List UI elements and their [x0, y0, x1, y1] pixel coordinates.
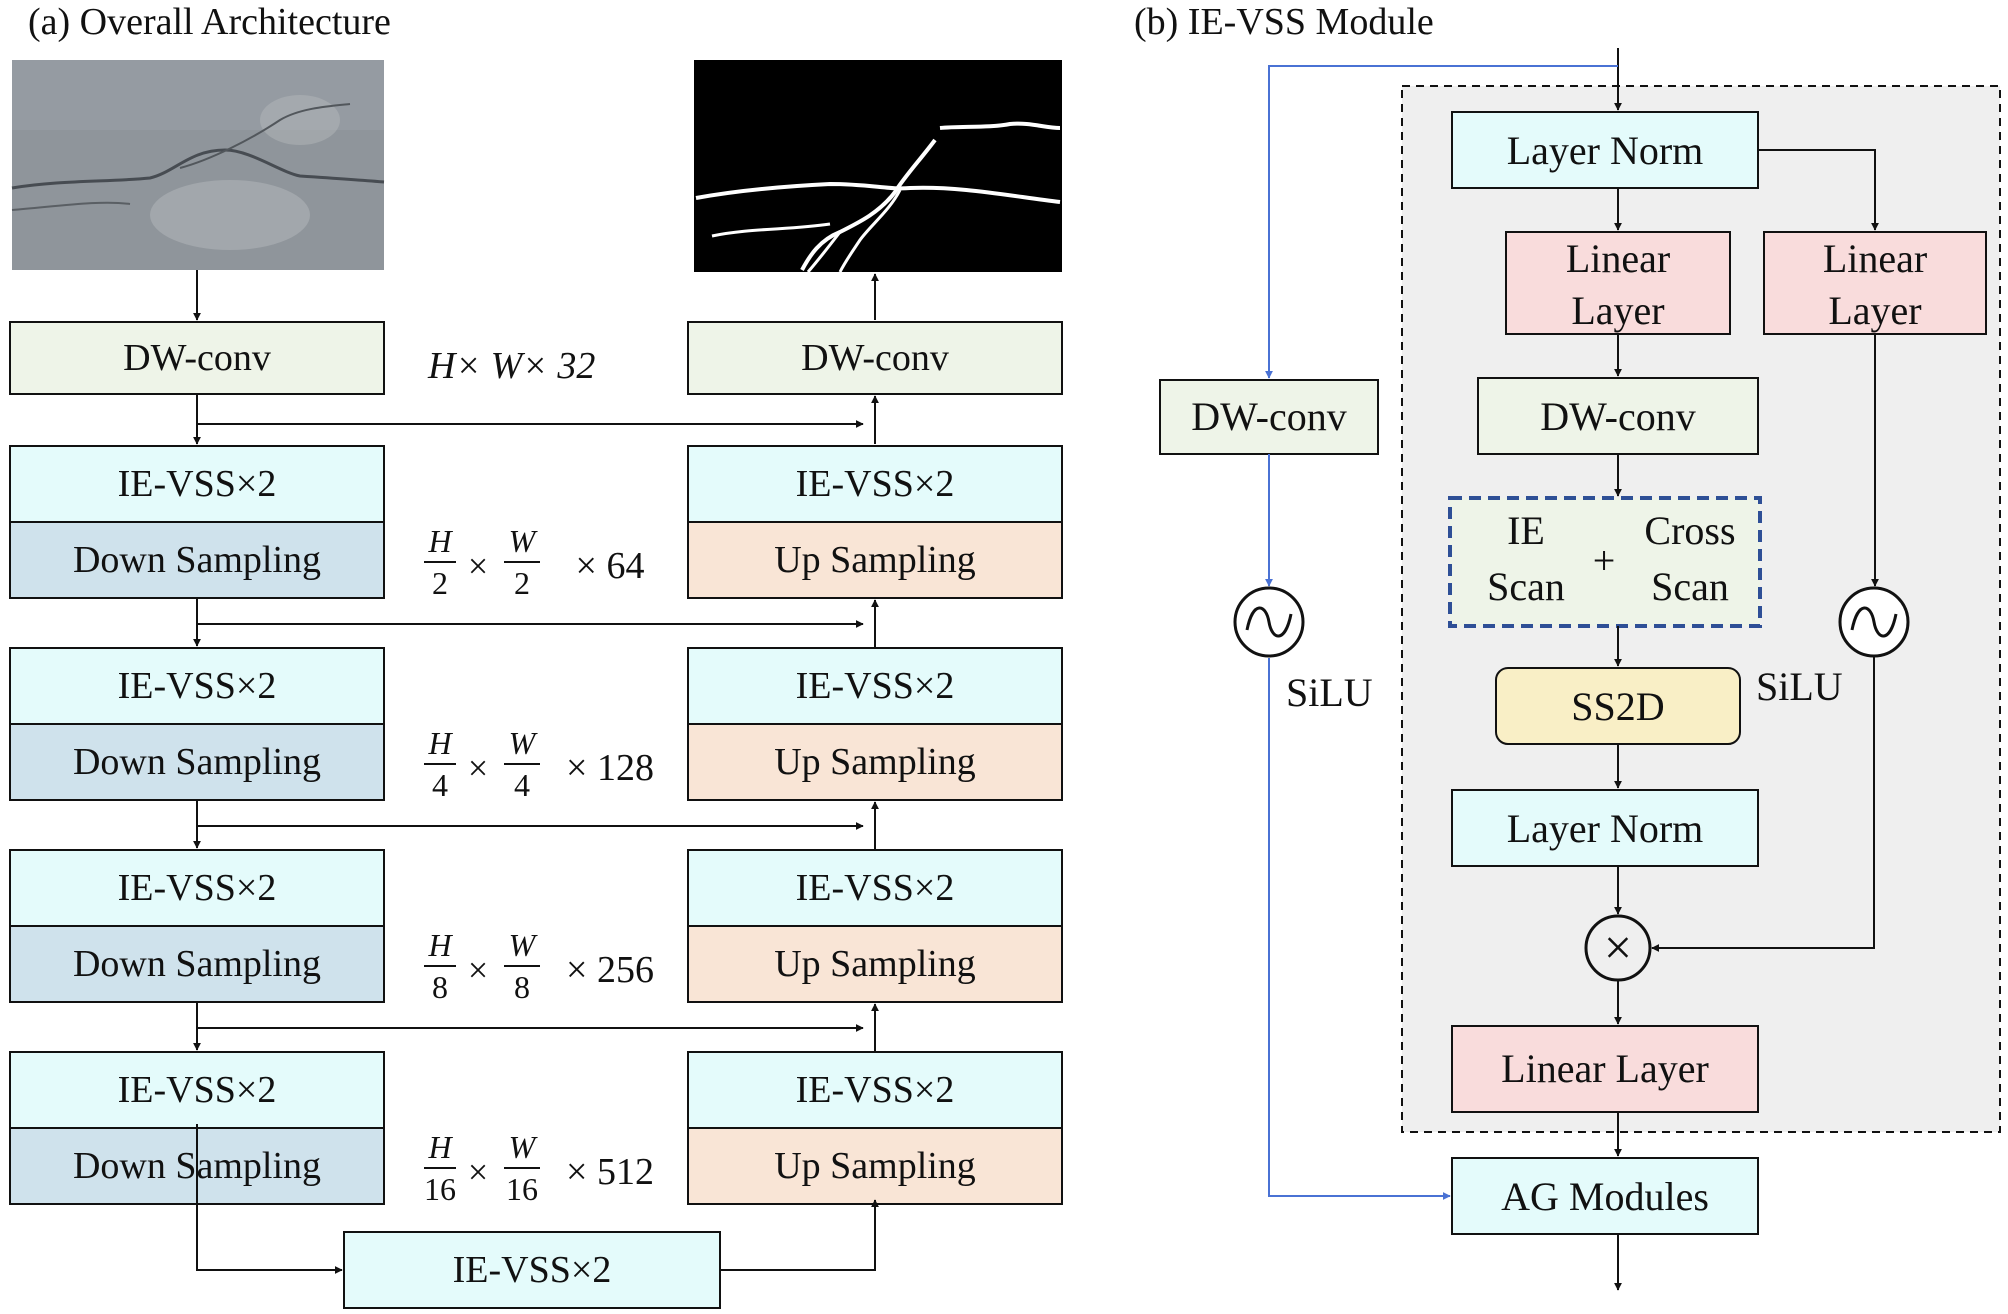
silu-right-label: SiLU [1756, 664, 1843, 709]
silu-left-label: SiLU [1286, 670, 1373, 715]
dim-frac-w-den-2: 4 [514, 767, 530, 803]
scan-box [1448, 496, 1762, 628]
linear-layer-final-box [1451, 1025, 1759, 1113]
dim-channels-4: × 512 [566, 1151, 654, 1193]
panel-b-arrows [1614, 48, 1879, 1291]
dim-times-1-2: × [468, 748, 488, 788]
decoder-ie-vss-label-2: IE-VSS×2 [796, 665, 955, 707]
up-sampling-label-3: Up Sampling [774, 943, 976, 985]
silu-right-icon [1838, 586, 1910, 658]
decoder-ie-vss-box-2 [687, 647, 1063, 725]
layer-norm-2-box [1451, 789, 1759, 867]
output-crack-mask [694, 60, 1062, 273]
dim-channels-1: × 64 [576, 545, 645, 587]
linear-layer-right-line2: Layer [1828, 288, 1921, 333]
dim-frac-w-num-2: W [509, 725, 539, 761]
linear-layer-right-line1: Linear [1823, 236, 1927, 281]
stage-skip-arrows [193, 598, 879, 1052]
linear-layer-right-box [1763, 231, 1987, 335]
input-crack-photo [11, 60, 385, 270]
up-sampling-box-4 [687, 1127, 1063, 1205]
dim-frac-w-den-1: 2 [514, 565, 530, 601]
layer-norm-1-box [1451, 111, 1759, 189]
panel-a-arrows [193, 270, 879, 1274]
cross-scan-line2: Scan [1651, 564, 1729, 609]
encoder-ie-vss-label-2: IE-VSS×2 [118, 665, 277, 707]
encoder-ie-vss-box-1 [9, 445, 385, 523]
decoder-ie-vss-label-4: IE-VSS×2 [796, 1069, 955, 1111]
up-sampling-box-2 [687, 723, 1063, 801]
ag-modules-label: AG Modules [1501, 1174, 1709, 1219]
down-sampling-label-1: Down Sampling [73, 539, 321, 581]
dim-frac-w-num-3: W [509, 927, 539, 963]
ag-modules-box [1451, 1157, 1759, 1235]
layer-norm-2-label: Layer Norm [1507, 806, 1704, 851]
cross-scan-line1: Cross [1644, 508, 1735, 553]
dw-conv-output-box [687, 321, 1063, 395]
down-sampling-box-3 [9, 925, 385, 1003]
encoder-ie-vss-label-1: IE-VSS×2 [118, 463, 277, 505]
bottleneck-box [343, 1231, 721, 1309]
linear-layer-left-line1: Linear [1566, 236, 1670, 281]
linear-layer-left-line2: Layer [1571, 288, 1664, 333]
up-sampling-label-2: Up Sampling [774, 741, 976, 783]
down-sampling-label-3: Down Sampling [73, 943, 321, 985]
bottleneck-label: IE-VSS×2 [453, 1249, 612, 1291]
dim-channels-3: × 256 [566, 949, 654, 991]
multiply-symbol: × [1604, 919, 1632, 975]
panel-b-blue-path [1265, 65, 1618, 1200]
dw-conv-main-label: DW-conv [1540, 394, 1696, 439]
layer-norm-1-label: Layer Norm [1507, 128, 1704, 173]
dim-frac-w-den-3: 8 [514, 969, 530, 1005]
decoder-ie-vss-label-3: IE-VSS×2 [796, 867, 955, 909]
down-sampling-box-2 [9, 723, 385, 801]
up-sampling-label-1: Up Sampling [774, 539, 976, 581]
dim-times-1-1: × [468, 546, 488, 586]
dim-frac-w-num-1: W [509, 523, 539, 559]
dw-conv-main-box [1477, 377, 1759, 455]
dim-frac-h-num-3: H [427, 927, 453, 963]
dim-frac-h-num-2: H [427, 725, 453, 761]
dim-times-1-4: × [468, 1152, 488, 1192]
up-sampling-label-4: Up Sampling [774, 1145, 976, 1187]
panel-b-title: (b) IE-VSS Module [1134, 1, 1434, 43]
decoder-ie-vss-box-3 [687, 849, 1063, 927]
dw-conv-side-label: DW-conv [1191, 394, 1347, 439]
up-sampling-box-1 [687, 521, 1063, 599]
encoder-ie-vss-label-4: IE-VSS×2 [118, 1069, 277, 1111]
silu-left-icon [1233, 586, 1305, 658]
linear-layer-left-box [1505, 231, 1731, 335]
dim-frac-w-den-4: 16 [506, 1171, 538, 1207]
dim-frac-h-den-1: 2 [432, 565, 448, 601]
linear-layer-final-label: Linear Layer [1501, 1046, 1709, 1091]
up-sampling-box-3 [687, 925, 1063, 1003]
dw-conv-output-label: DW-conv [801, 337, 949, 379]
dim-frac-h-num-4: H [427, 1129, 453, 1165]
dim-frac-w-num-4: W [509, 1129, 539, 1165]
decoder-ie-vss-label-1: IE-VSS×2 [796, 463, 955, 505]
dim-frac-h-den-3: 8 [432, 969, 448, 1005]
dim-frac-h-den-4: 16 [424, 1171, 456, 1207]
ie-scan-line2: Scan [1487, 564, 1565, 609]
panel-a-title: (a) Overall Architecture [28, 1, 391, 43]
dw-conv-input-label: DW-conv [123, 337, 271, 379]
dim-channels-2: × 128 [566, 747, 654, 789]
dw-conv-side-box [1159, 379, 1379, 455]
encoder-ie-vss-box-4 [9, 1051, 385, 1129]
dim-frac-h-num-1: H [427, 523, 453, 559]
dim-frac-h-den-2: 4 [432, 767, 448, 803]
down-sampling-label-2: Down Sampling [73, 741, 321, 783]
dim-label-0: H× W× 32 [427, 345, 595, 387]
ie-scan-line1: IE [1507, 508, 1545, 553]
scan-plus: + [1593, 538, 1616, 583]
encoder-ie-vss-label-3: IE-VSS×2 [118, 867, 277, 909]
ss2d-label: SS2D [1571, 684, 1664, 729]
dim-times-1-3: × [468, 950, 488, 990]
